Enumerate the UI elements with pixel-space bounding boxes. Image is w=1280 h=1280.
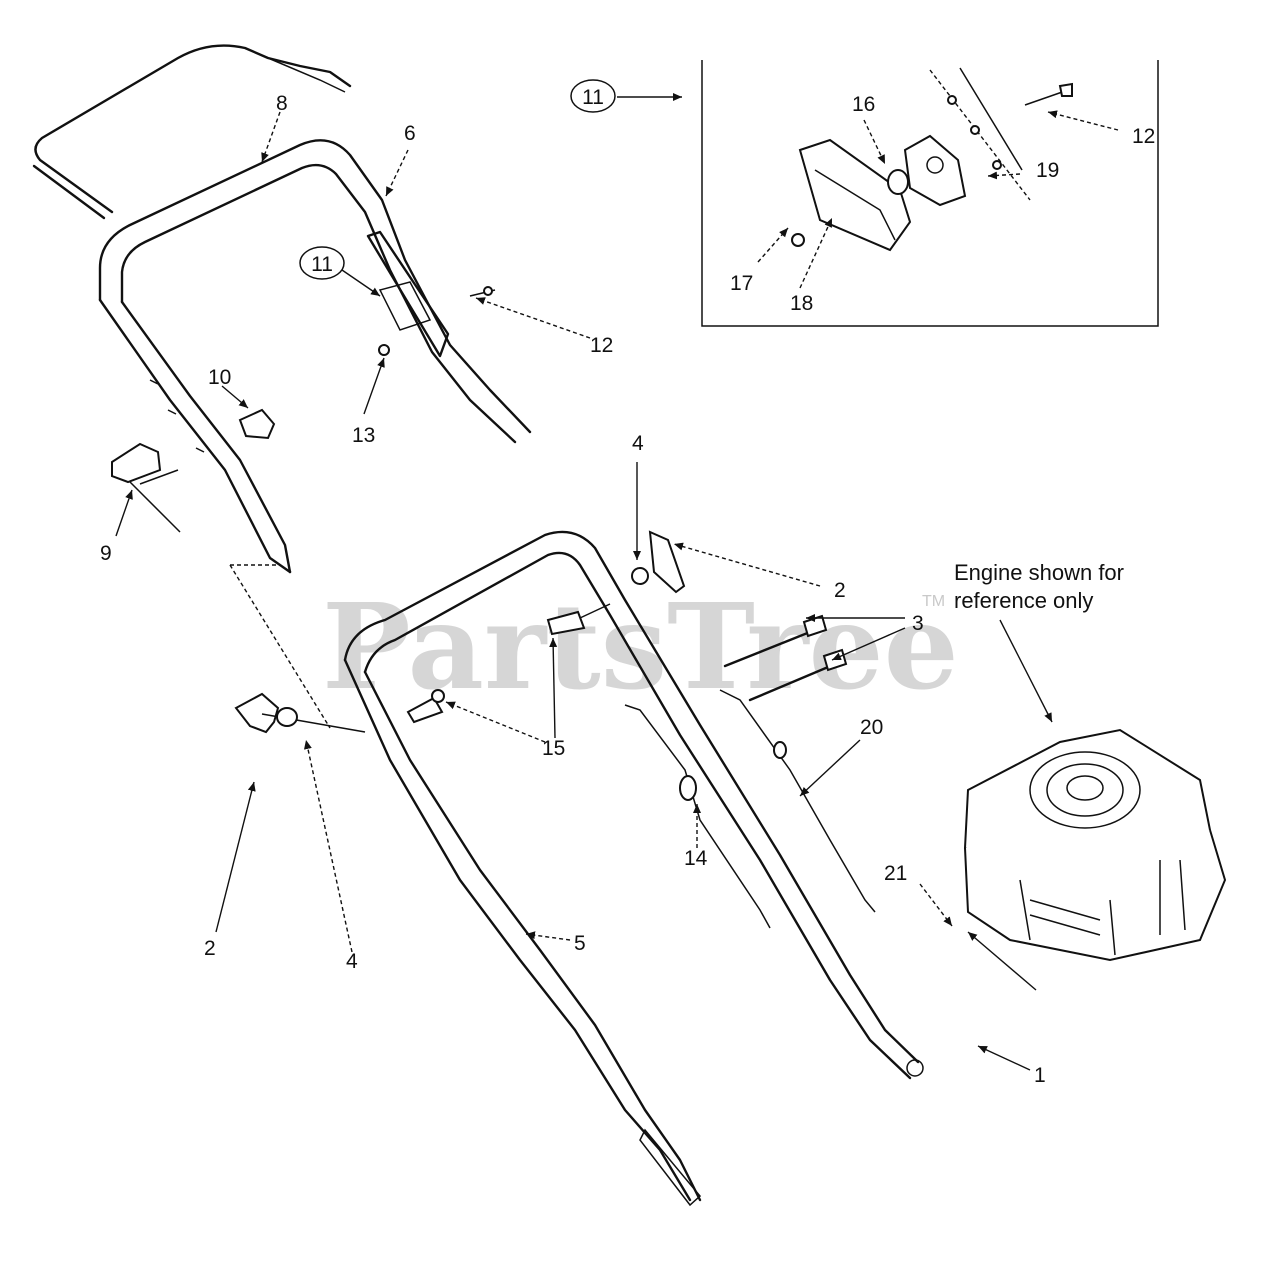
callout-8: 8 (276, 92, 288, 115)
leader-lines (115, 93, 1119, 1071)
lower-handle (343, 530, 924, 1207)
callout-20: 20 (860, 716, 883, 739)
engine-note-line2: reference only (954, 588, 1093, 613)
bolt-part-15-upper (546, 603, 611, 636)
callout-4-left: 4 (346, 950, 358, 973)
engine-note: Engine shown for reference only (954, 560, 1124, 613)
cable-part-20 (719, 689, 876, 913)
callout-19: 19 (1036, 159, 1059, 182)
callout-16: 16 (852, 93, 875, 116)
cable-guide-part-11 (366, 230, 496, 358)
bolt-part-15-lower (406, 689, 445, 724)
engine (963, 728, 1227, 962)
callout-1: 1 (1034, 1064, 1046, 1087)
callout-circle-11-handle: 11 (299, 246, 345, 280)
callout-12-inset: 12 (1132, 125, 1155, 148)
watermark: PartsTree TM (322, 577, 959, 716)
callout-9: 9 (100, 542, 112, 565)
washer-part-4-right (631, 567, 649, 585)
callout-14: 14 (684, 847, 708, 870)
connector-lines (229, 564, 331, 729)
callout-12-handle: 12 (590, 334, 613, 357)
callout-17: 17 (730, 272, 753, 295)
callout-10: 10 (208, 366, 231, 389)
callout-4-top: 4 (632, 432, 644, 455)
callout-13: 13 (352, 424, 375, 447)
callout-15: 15 (542, 737, 565, 760)
cable-part-14 (624, 704, 771, 929)
washer-part-4-left (276, 707, 298, 727)
callout-2-right: 2 (834, 579, 846, 602)
callout-11-inset: 11 (582, 86, 604, 109)
callout-18: 18 (790, 292, 813, 315)
engine-note-line1: Engine shown for (954, 560, 1124, 585)
callout-3: 3 (912, 612, 924, 635)
callout-2-left: 2 (204, 937, 216, 960)
knob-part-2-right (648, 530, 686, 594)
callout-5: 5 (574, 932, 586, 955)
callout-circle-11-inset: 11 (570, 79, 616, 113)
knob-part-10 (238, 408, 276, 440)
callout-11-handle: 11 (311, 253, 333, 276)
control-bail (32, 44, 352, 220)
callout-6: 6 (404, 122, 416, 145)
callout-labels: 12 16 19 17 18 6 8 12 13 10 9 4 2 3 15 2… (100, 92, 1155, 1087)
detail-inset (701, 60, 1159, 327)
callout-21: 21 (884, 862, 907, 885)
upper-handle (98, 139, 532, 574)
watermark-trademark: TM (922, 593, 945, 610)
watermark-text: PartsTree (322, 577, 959, 716)
knob-part-9 (111, 442, 181, 533)
